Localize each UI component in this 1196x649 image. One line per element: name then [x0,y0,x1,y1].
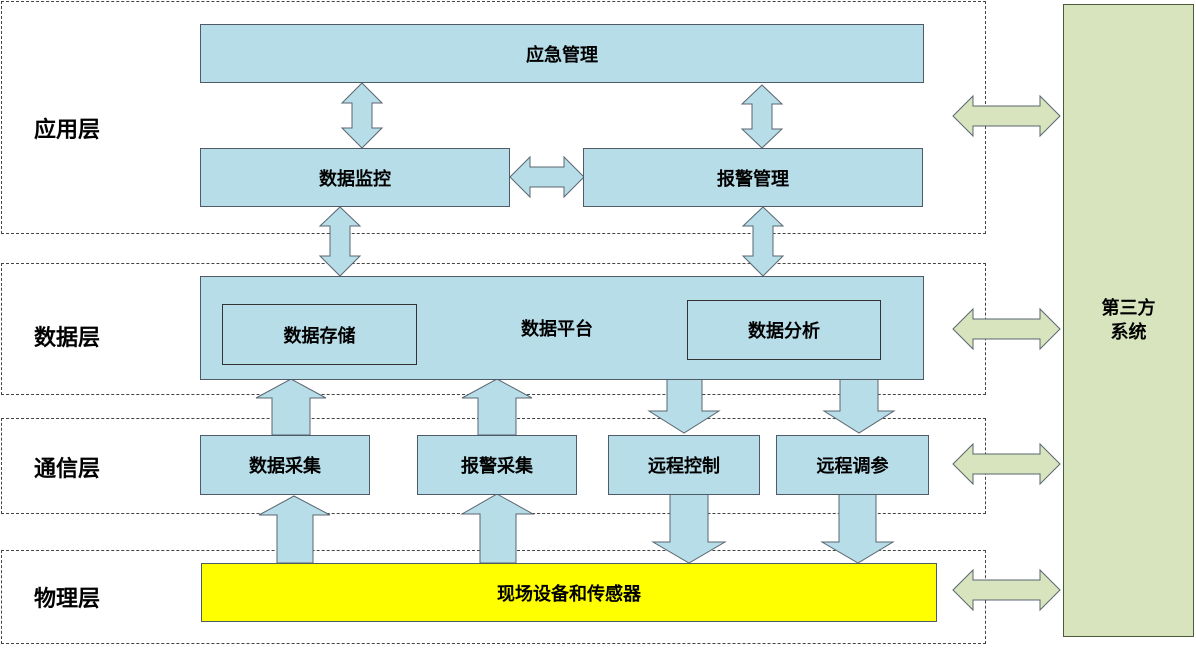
data-platform-label: 数据平台 [521,319,593,340]
down-arrow-control-to-devices [651,493,727,564]
emergency-management-box: 应急管理 [200,24,924,83]
communication-layer-label: 通信层 [34,457,101,482]
side-arrow-communication [952,442,1061,486]
double-arrow-alarm-platform [741,206,785,277]
physical-layer-label: 物理层 [34,587,101,612]
third-party-system-box: 第三方 系统 [1063,4,1194,637]
alarm-management-box: 报警管理 [583,148,923,207]
down-arrow-tuning-to-devices [820,493,895,564]
double-arrow-emergency-alarm [740,84,784,149]
data-layer-label: 数据层 [34,326,101,351]
data-monitoring-box: 数据监控 [200,148,510,207]
application-layer-label: 应用层 [34,118,101,143]
double-arrow-emergency-monitoring [340,82,384,149]
third-party-line1: 第三方 [1101,297,1156,319]
data-storage-box: 数据存储 [222,304,417,365]
data-analysis-box: 数据分析 [687,300,881,360]
up-arrow-devices-to-collection [258,495,331,564]
remote-control-box: 远程控制 [608,435,760,495]
double-arrow-monitoring-alarm [509,155,585,199]
down-arrow-platform-to-control [647,378,721,434]
down-arrow-platform-to-tuning [822,378,896,434]
up-arrow-devices-to-alarmcollect [460,493,535,564]
side-arrow-data [952,307,1061,351]
data-collection-box: 数据采集 [200,435,370,495]
alarm-collection-box: 报警采集 [417,435,577,495]
remote-tuning-box: 远程调参 [776,435,929,495]
up-arrow-collection-to-platform [255,378,327,436]
up-arrow-alarmcollect-to-platform [461,378,533,436]
double-arrow-monitoring-platform [318,206,362,277]
field-devices-sensors-box: 现场设备和传感器 [201,563,937,622]
third-party-line2: 系统 [1110,321,1147,343]
side-arrow-physical [952,568,1061,612]
side-arrow-application [952,94,1061,138]
